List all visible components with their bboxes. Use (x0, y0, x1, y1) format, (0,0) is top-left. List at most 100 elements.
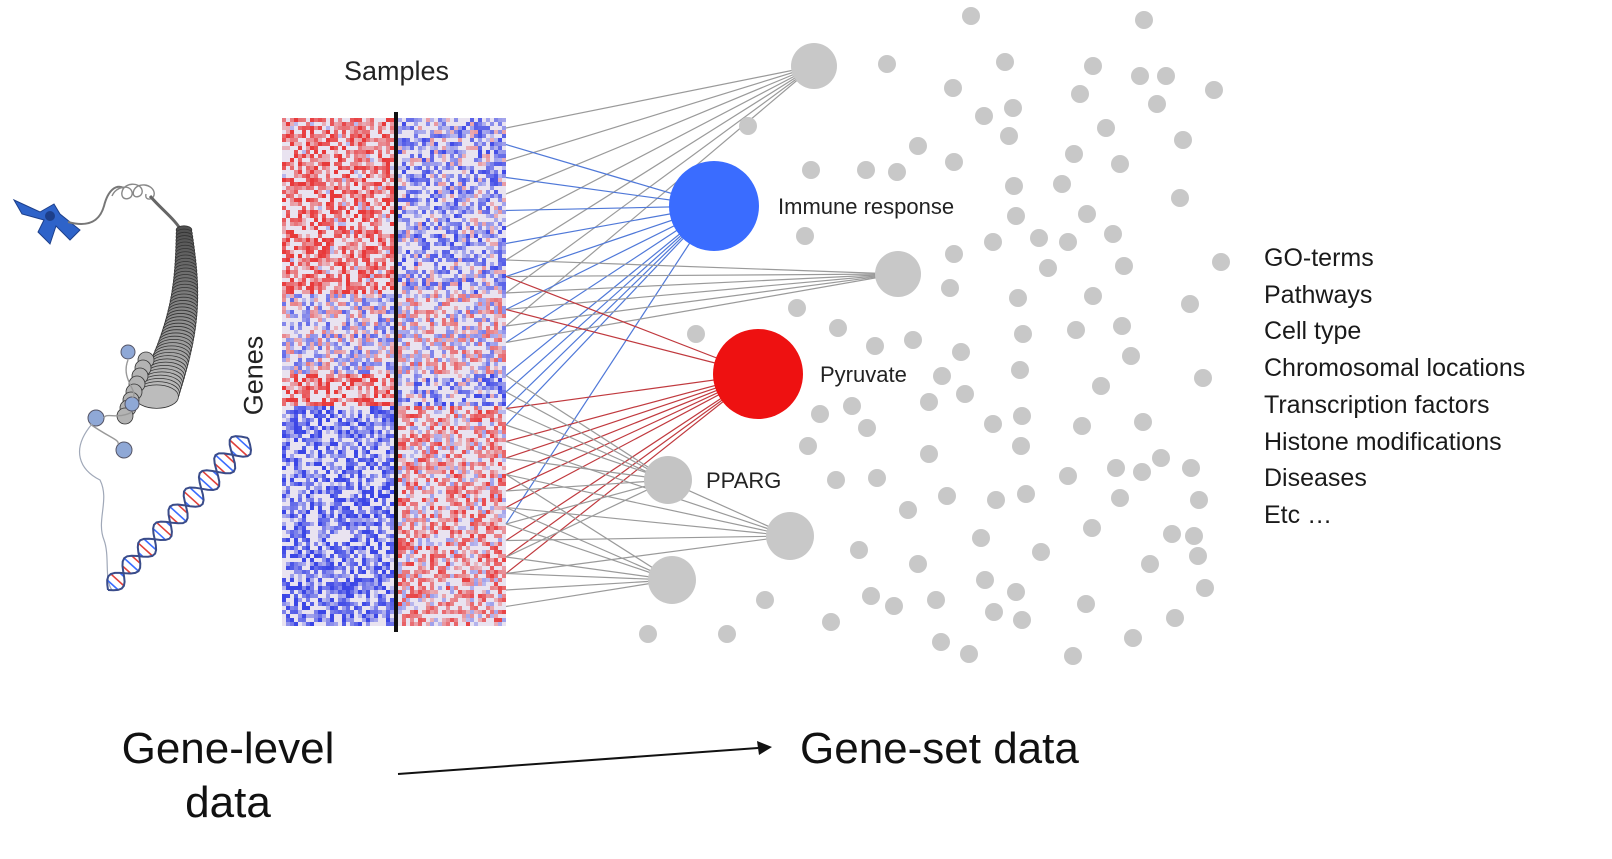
gene-set-dot (920, 393, 938, 411)
gene-set-dot (1196, 579, 1214, 597)
gene-set-dot (1032, 543, 1050, 561)
gene-set-dot (933, 367, 951, 385)
gene-set-dot (1131, 67, 1149, 85)
dna-double-helix-icon (106, 435, 253, 592)
pyruvate-node (713, 329, 803, 419)
gene-set-dot (1134, 413, 1152, 431)
gene-set-dot (1084, 57, 1102, 75)
chromosome-icon (12, 198, 81, 245)
gene-set-dot (1171, 189, 1189, 207)
chromatin-loops (111, 183, 155, 200)
gene-set-dot (1014, 325, 1032, 343)
gene-set-dot (984, 233, 1002, 251)
gene-set-dot (904, 331, 922, 349)
immune-response-label: Immune response (778, 194, 955, 219)
gene-set-cloud (639, 7, 1230, 665)
pyruvate-label: Pyruvate (820, 362, 907, 387)
chromatin-fiber (67, 185, 125, 225)
gene-level-data-caption: Gene-level data (121, 724, 335, 827)
pparg-label: PPARG (706, 468, 782, 493)
gene-set-dot (639, 625, 657, 643)
gene-set-dot (1013, 611, 1031, 629)
gene-set-dot (960, 645, 978, 663)
gene-set-dot (1077, 595, 1095, 613)
gene-set-dot (1189, 547, 1207, 565)
gene-set-dot (739, 117, 757, 135)
gene-set-category-list: GO-terms Pathways Cell type Chromosomal … (1264, 240, 1525, 534)
category-item: Cell type (1264, 317, 1362, 346)
gene-set-dot (1115, 257, 1133, 275)
gene-set-dot (1097, 119, 1115, 137)
gene-set-dot (1133, 463, 1151, 481)
gene-set-dot (1078, 205, 1096, 223)
gene-set-node (648, 556, 696, 604)
gene-set-dot (866, 337, 884, 355)
genes-axis-label: Genes (238, 335, 269, 416)
gene-set-dot (857, 161, 875, 179)
dna-thin-strand (79, 423, 113, 591)
gene-set-dot (1185, 527, 1203, 545)
gene-set-dot (1000, 127, 1018, 145)
gene-set-dot (843, 397, 861, 415)
gene-set-dot (976, 571, 994, 589)
gene-set-dot (932, 633, 950, 651)
gene-set-dot (1013, 407, 1031, 425)
chromatin-dna-illustration (12, 183, 253, 592)
gene-set-dot (1141, 555, 1159, 573)
gene-set-dot (885, 597, 903, 615)
gene-set-dot (802, 161, 820, 179)
gene-set-dot (796, 227, 814, 245)
gene-set-dot (799, 437, 817, 455)
gene-set-dot (1124, 629, 1142, 647)
gene-set-dot (1104, 225, 1122, 243)
gene-set-dot (878, 55, 896, 73)
gene-set-dot (927, 591, 945, 609)
gene-set-dot (987, 491, 1005, 509)
immune-response-node (669, 161, 759, 251)
gene-set-dot (756, 591, 774, 609)
gene-set-dot (1059, 233, 1077, 251)
gene-to-set-edges (505, 65, 899, 608)
gene-set-dot (972, 529, 990, 547)
gene-set-dot (788, 299, 806, 317)
gene-set-dot (1111, 155, 1129, 173)
gene-set-dot (822, 613, 840, 631)
gene-set-data-caption: Gene-set data (800, 724, 1079, 773)
category-item: Histone modifications (1264, 427, 1502, 456)
gene-set-dot (1073, 417, 1091, 435)
nucleosome-icons (87, 344, 140, 459)
gene-set-dot (1174, 131, 1192, 149)
gene-set-dot (1194, 369, 1212, 387)
gene-set-dot (984, 415, 1002, 433)
gene-set-dot (827, 471, 845, 489)
gene-set-dot (1071, 85, 1089, 103)
gene-set-dot (975, 107, 993, 125)
gene-set-dot (1004, 99, 1022, 117)
gene-set-dot (996, 53, 1014, 71)
gene-set-dot (1152, 449, 1170, 467)
gene-set-dot (1005, 177, 1023, 195)
gene-set-node (791, 43, 837, 89)
gene-set-dot (858, 419, 876, 437)
gene-set-dot (1012, 437, 1030, 455)
gene-set-dot (899, 501, 917, 519)
gene-set-dot (1212, 253, 1230, 271)
gene-set-dot (1067, 321, 1085, 339)
gene-set-dot (1030, 229, 1048, 247)
category-item: Chromosomal locations (1264, 354, 1526, 383)
gene-set-dot (1009, 289, 1027, 307)
transition-arrow (397, 741, 772, 775)
gene-set-dot (909, 555, 927, 573)
solenoid-fiber (116, 225, 199, 425)
gene-set-dot (687, 325, 705, 343)
gene-set-dot (718, 625, 736, 643)
category-item: Pathways (1264, 280, 1373, 309)
gene-set-dot (944, 79, 962, 97)
gene-set-node (875, 251, 921, 297)
category-item: GO-terms (1264, 244, 1374, 272)
gene-set-dot (962, 7, 980, 25)
gene-set-dot (1107, 459, 1125, 477)
gene-set-dot (1007, 583, 1025, 601)
